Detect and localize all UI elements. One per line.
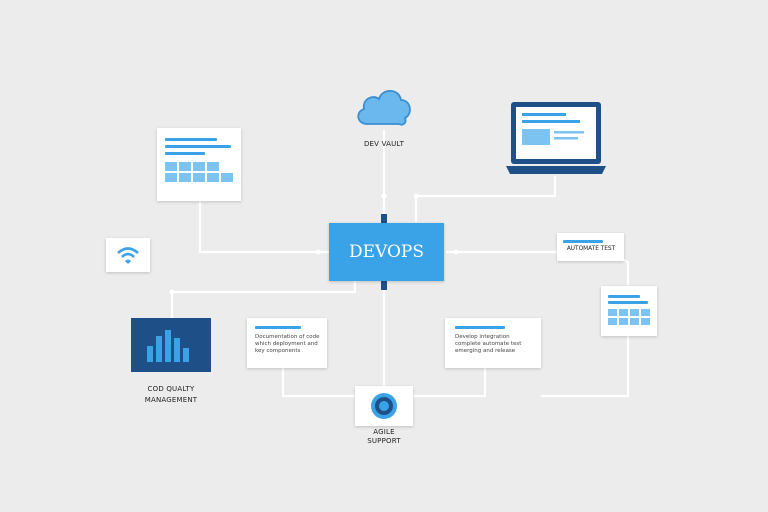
doc-line <box>165 145 231 148</box>
integration-note-text: Develop integration complete automate te… <box>455 334 522 354</box>
test-report-card <box>601 286 657 336</box>
wifi-icon <box>117 247 139 264</box>
cloud-icon <box>357 89 411 126</box>
devops-node[interactable]: DEVOPS <box>329 223 444 281</box>
automate-test-label: AUTOMATE TEST <box>566 246 616 252</box>
documentation-note-text: Documentation of code which deployment a… <box>255 334 320 354</box>
doc-line <box>165 152 205 155</box>
label-accent-line <box>563 240 603 243</box>
devops-label: DEVOPS <box>348 242 425 262</box>
agile-support-card[interactable] <box>355 386 413 426</box>
documentation-note-card: Documentation of code which deployment a… <box>247 318 327 368</box>
target-icon <box>371 393 397 419</box>
cloud-label: DEV VAULT <box>363 140 405 148</box>
agile-support-label-line2: SUPPORT <box>367 437 401 445</box>
bar-chart-icon <box>147 330 189 362</box>
automate-test-card: AUTOMATE TEST <box>557 233 624 261</box>
code-quality-chart-card <box>131 318 211 372</box>
code-document-card <box>157 128 241 201</box>
integration-note-card: Develop integration complete automate te… <box>445 318 541 368</box>
laptop-icon <box>506 102 606 174</box>
wifi-card <box>106 238 150 272</box>
code-quality-label-line1: COD QUALTY <box>147 385 195 393</box>
code-quality-label-line2: MANAGEMENT <box>144 396 198 404</box>
doc-line <box>165 138 217 141</box>
agile-support-label-line1: AGILE <box>373 428 395 436</box>
